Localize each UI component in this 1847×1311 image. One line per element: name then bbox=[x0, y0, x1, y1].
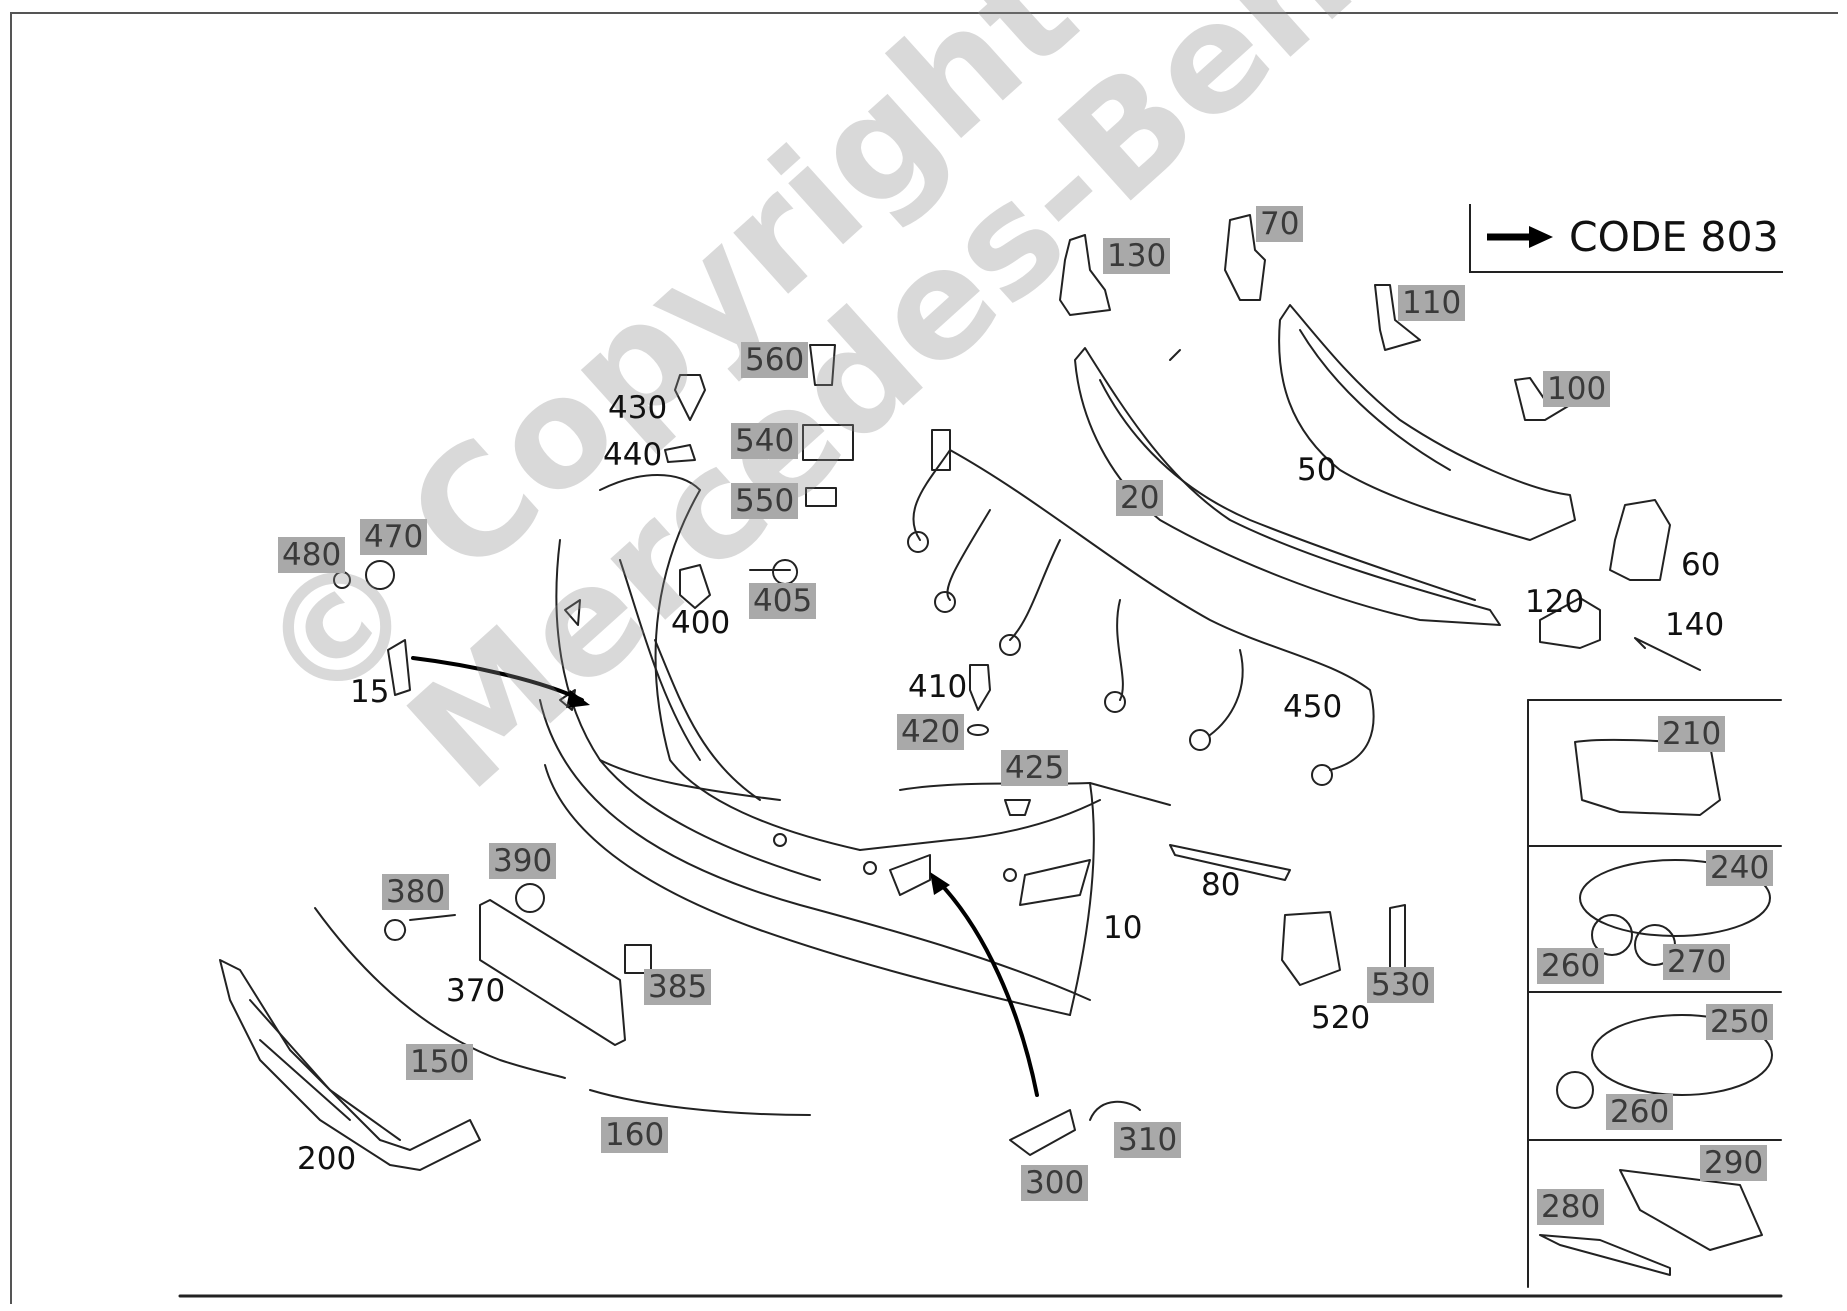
part-label-405[interactable]: 405 bbox=[749, 583, 817, 619]
part-label-420[interactable]: 420 bbox=[897, 714, 965, 750]
part-label-150[interactable]: 150 bbox=[406, 1044, 474, 1080]
right-arrow-icon bbox=[1487, 226, 1553, 248]
part-label-60[interactable]: 60 bbox=[1681, 547, 1721, 583]
part-label-380[interactable]: 380 bbox=[382, 874, 450, 910]
bumper-cover-part-10 bbox=[539, 474, 1171, 1016]
clip-part-425 bbox=[1004, 799, 1031, 816]
bracket-part-130 bbox=[1059, 234, 1111, 316]
bracket-part-110 bbox=[1374, 284, 1421, 351]
part-label-200[interactable]: 200 bbox=[297, 1141, 357, 1177]
grille-part-250 bbox=[1591, 1014, 1773, 1096]
arrow-15-to-bumper bbox=[411, 656, 584, 702]
code-803-text: CODE 803 bbox=[1569, 213, 1779, 261]
bolt-part-380 bbox=[384, 914, 456, 941]
code-803-box: CODE 803 bbox=[1469, 204, 1783, 273]
harness-part-310 bbox=[1089, 1100, 1141, 1121]
part-label-530[interactable]: 530 bbox=[1367, 967, 1435, 1003]
variant-panel bbox=[1527, 699, 1782, 1288]
part-label-260-first[interactable]: 260 bbox=[1537, 948, 1605, 984]
part-label-560[interactable]: 560 bbox=[741, 342, 809, 378]
clip-part-550 bbox=[805, 487, 837, 507]
part-label-70[interactable]: 70 bbox=[1256, 206, 1304, 242]
part-label-250[interactable]: 250 bbox=[1706, 1004, 1774, 1040]
wiring-harness-part-450 bbox=[907, 429, 1375, 786]
part-label-470[interactable]: 470 bbox=[360, 519, 428, 555]
clip-part-400 bbox=[679, 564, 711, 609]
part-label-130[interactable]: 130 bbox=[1103, 238, 1171, 274]
part-label-310[interactable]: 310 bbox=[1114, 1122, 1182, 1158]
grille-part-240 bbox=[1579, 859, 1771, 937]
bracket-part-15 bbox=[387, 639, 411, 696]
cap-part-300 bbox=[1009, 1109, 1076, 1156]
part-label-370[interactable]: 370 bbox=[446, 973, 506, 1009]
clip-part-440 bbox=[664, 444, 696, 463]
part-label-430[interactable]: 430 bbox=[608, 390, 668, 426]
part-label-300[interactable]: 300 bbox=[1021, 1165, 1089, 1201]
arrowhead-15 bbox=[566, 690, 590, 708]
trim-strip-part-150 bbox=[314, 907, 566, 1079]
part-label-385[interactable]: 385 bbox=[644, 969, 712, 1005]
part-label-120[interactable]: 120 bbox=[1525, 584, 1585, 620]
nut-part-385 bbox=[624, 944, 652, 974]
energy-absorber-part-50 bbox=[1278, 304, 1576, 541]
bracket-part-60 bbox=[1609, 499, 1671, 581]
lower-grille-part-200 bbox=[219, 959, 481, 1171]
part-label-540[interactable]: 540 bbox=[731, 423, 799, 459]
grommet-part-390 bbox=[515, 883, 545, 913]
part-label-110[interactable]: 110 bbox=[1398, 285, 1466, 321]
bolt-part-560 bbox=[809, 344, 836, 386]
bracket-part-120 bbox=[1539, 597, 1601, 649]
part-label-240[interactable]: 240 bbox=[1706, 850, 1774, 886]
part-label-15[interactable]: 15 bbox=[350, 674, 390, 710]
washer-part-420 bbox=[967, 724, 989, 736]
part-label-270[interactable]: 270 bbox=[1663, 944, 1731, 980]
part-label-50[interactable]: 50 bbox=[1297, 452, 1337, 488]
ring-part-260b bbox=[1556, 1071, 1594, 1109]
trim-strip-part-160 bbox=[589, 1089, 811, 1116]
grille-part-290 bbox=[1619, 1169, 1763, 1251]
trim-part-80 bbox=[1169, 844, 1291, 881]
part-label-520[interactable]: 520 bbox=[1311, 1000, 1371, 1036]
bracket-part-70 bbox=[1224, 214, 1266, 301]
arrow-300-to-bumper bbox=[935, 878, 1039, 1097]
arrowhead-300 bbox=[930, 872, 950, 895]
part-label-440[interactable]: 440 bbox=[603, 437, 663, 473]
part-label-400[interactable]: 400 bbox=[671, 605, 731, 641]
trim-part-280 bbox=[1539, 1234, 1671, 1276]
part-label-210[interactable]: 210 bbox=[1658, 716, 1726, 752]
part-label-280[interactable]: 280 bbox=[1537, 1189, 1605, 1225]
module-part-540 bbox=[802, 424, 854, 461]
plate-bracket-part-370 bbox=[479, 899, 626, 1046]
part-label-425[interactable]: 425 bbox=[1001, 750, 1069, 786]
bolt-part-140 bbox=[1634, 637, 1701, 671]
part-label-10[interactable]: 10 bbox=[1103, 910, 1143, 946]
part-label-550[interactable]: 550 bbox=[731, 483, 799, 519]
part-label-140[interactable]: 140 bbox=[1665, 607, 1725, 643]
diagram-sheet bbox=[10, 12, 1838, 1304]
part-label-100[interactable]: 100 bbox=[1543, 371, 1611, 407]
part-label-80[interactable]: 80 bbox=[1201, 867, 1241, 903]
part-label-480[interactable]: 480 bbox=[278, 537, 346, 573]
bolt-part-410 bbox=[969, 664, 991, 711]
sensor-part-520 bbox=[1281, 911, 1341, 986]
part-label-260-second[interactable]: 260 bbox=[1606, 1094, 1674, 1130]
part-label-390[interactable]: 390 bbox=[489, 843, 557, 879]
part-label-410[interactable]: 410 bbox=[908, 669, 968, 705]
part-label-290[interactable]: 290 bbox=[1700, 1145, 1768, 1181]
bolt-part-430 bbox=[674, 374, 706, 421]
part-label-20[interactable]: 20 bbox=[1116, 480, 1164, 516]
sensor-part-470 bbox=[365, 560, 395, 590]
part-label-450[interactable]: 450 bbox=[1283, 689, 1343, 725]
part-label-160[interactable]: 160 bbox=[601, 1117, 669, 1153]
ring-part-260a bbox=[1591, 914, 1633, 956]
